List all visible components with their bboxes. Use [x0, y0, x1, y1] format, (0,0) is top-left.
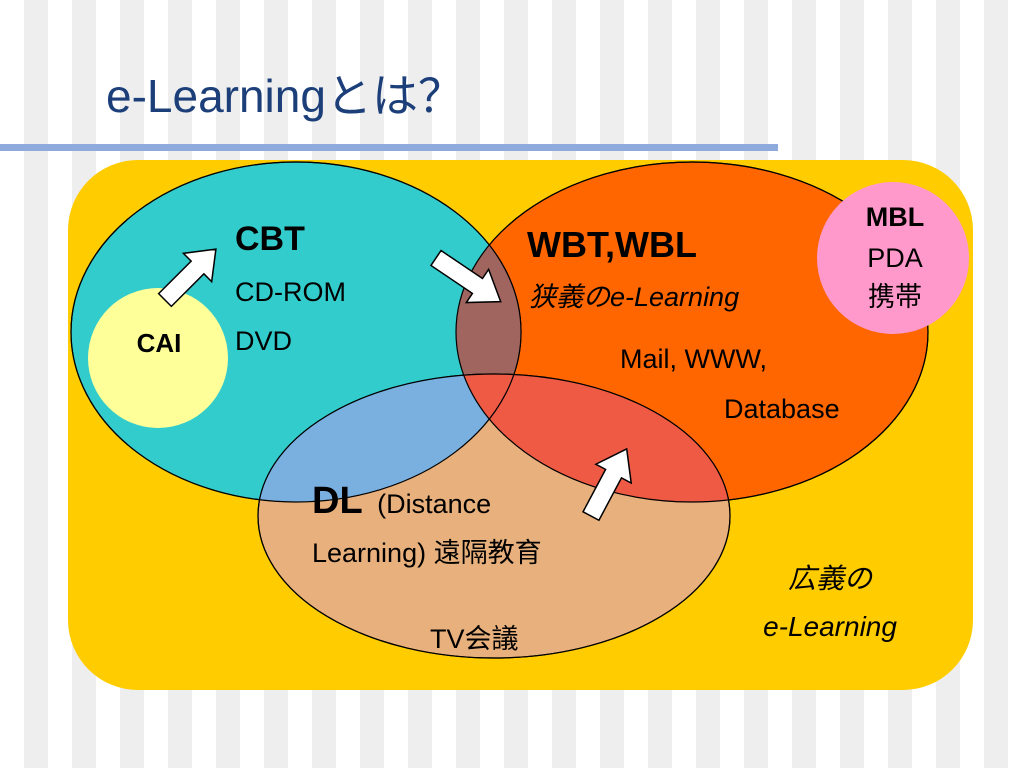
- dl-heading-line: DL (Distance: [312, 480, 491, 522]
- mbl-circle: [817, 182, 969, 334]
- cbt-item-dvd: DVD: [235, 326, 292, 356]
- dl-wbt-overlap: [456, 374, 730, 502]
- dl-item-tv-conference: TV会議: [430, 624, 519, 654]
- arrow-cbt-to-wbt: [429, 249, 502, 304]
- wbt-subtitle: 狭義のe-Learning: [529, 282, 739, 312]
- mbl-item-pda: PDA: [867, 243, 923, 273]
- cbt-item-cdrom: CD-ROM: [235, 277, 346, 307]
- cai-circle: [88, 288, 228, 428]
- mbl-item-mobile: 携帯: [868, 282, 922, 312]
- wbt-heading: WBT,WBL: [527, 224, 697, 265]
- cai-label: CAI: [137, 328, 182, 358]
- arrow-dl-to-wbt: [582, 447, 633, 522]
- slide-title: e-Learningとは？: [106, 70, 464, 122]
- broad-e-learning-line2: e-Learning: [763, 611, 897, 642]
- dl-paren-open: (Distance: [377, 489, 491, 519]
- cbt-outline: [70, 161, 522, 503]
- mbl-heading: MBL: [866, 202, 924, 232]
- wbt-item-database: Database: [724, 394, 840, 424]
- wbt-outline: [455, 161, 929, 503]
- dl-subtitle: Learning) 遠隔教育: [312, 538, 542, 568]
- arrow-cai-to-cbt: [157, 248, 217, 308]
- title-divider: [0, 144, 778, 151]
- dl-outline: [257, 373, 731, 659]
- broad-e-learning-line1: 広義の: [788, 563, 874, 594]
- wbt-item-mail-www: Mail, WWW,: [620, 344, 767, 374]
- cbt-heading: CBT: [235, 220, 305, 258]
- dl-heading: DL: [312, 480, 363, 522]
- dl-cbt-overlap: [258, 374, 521, 502]
